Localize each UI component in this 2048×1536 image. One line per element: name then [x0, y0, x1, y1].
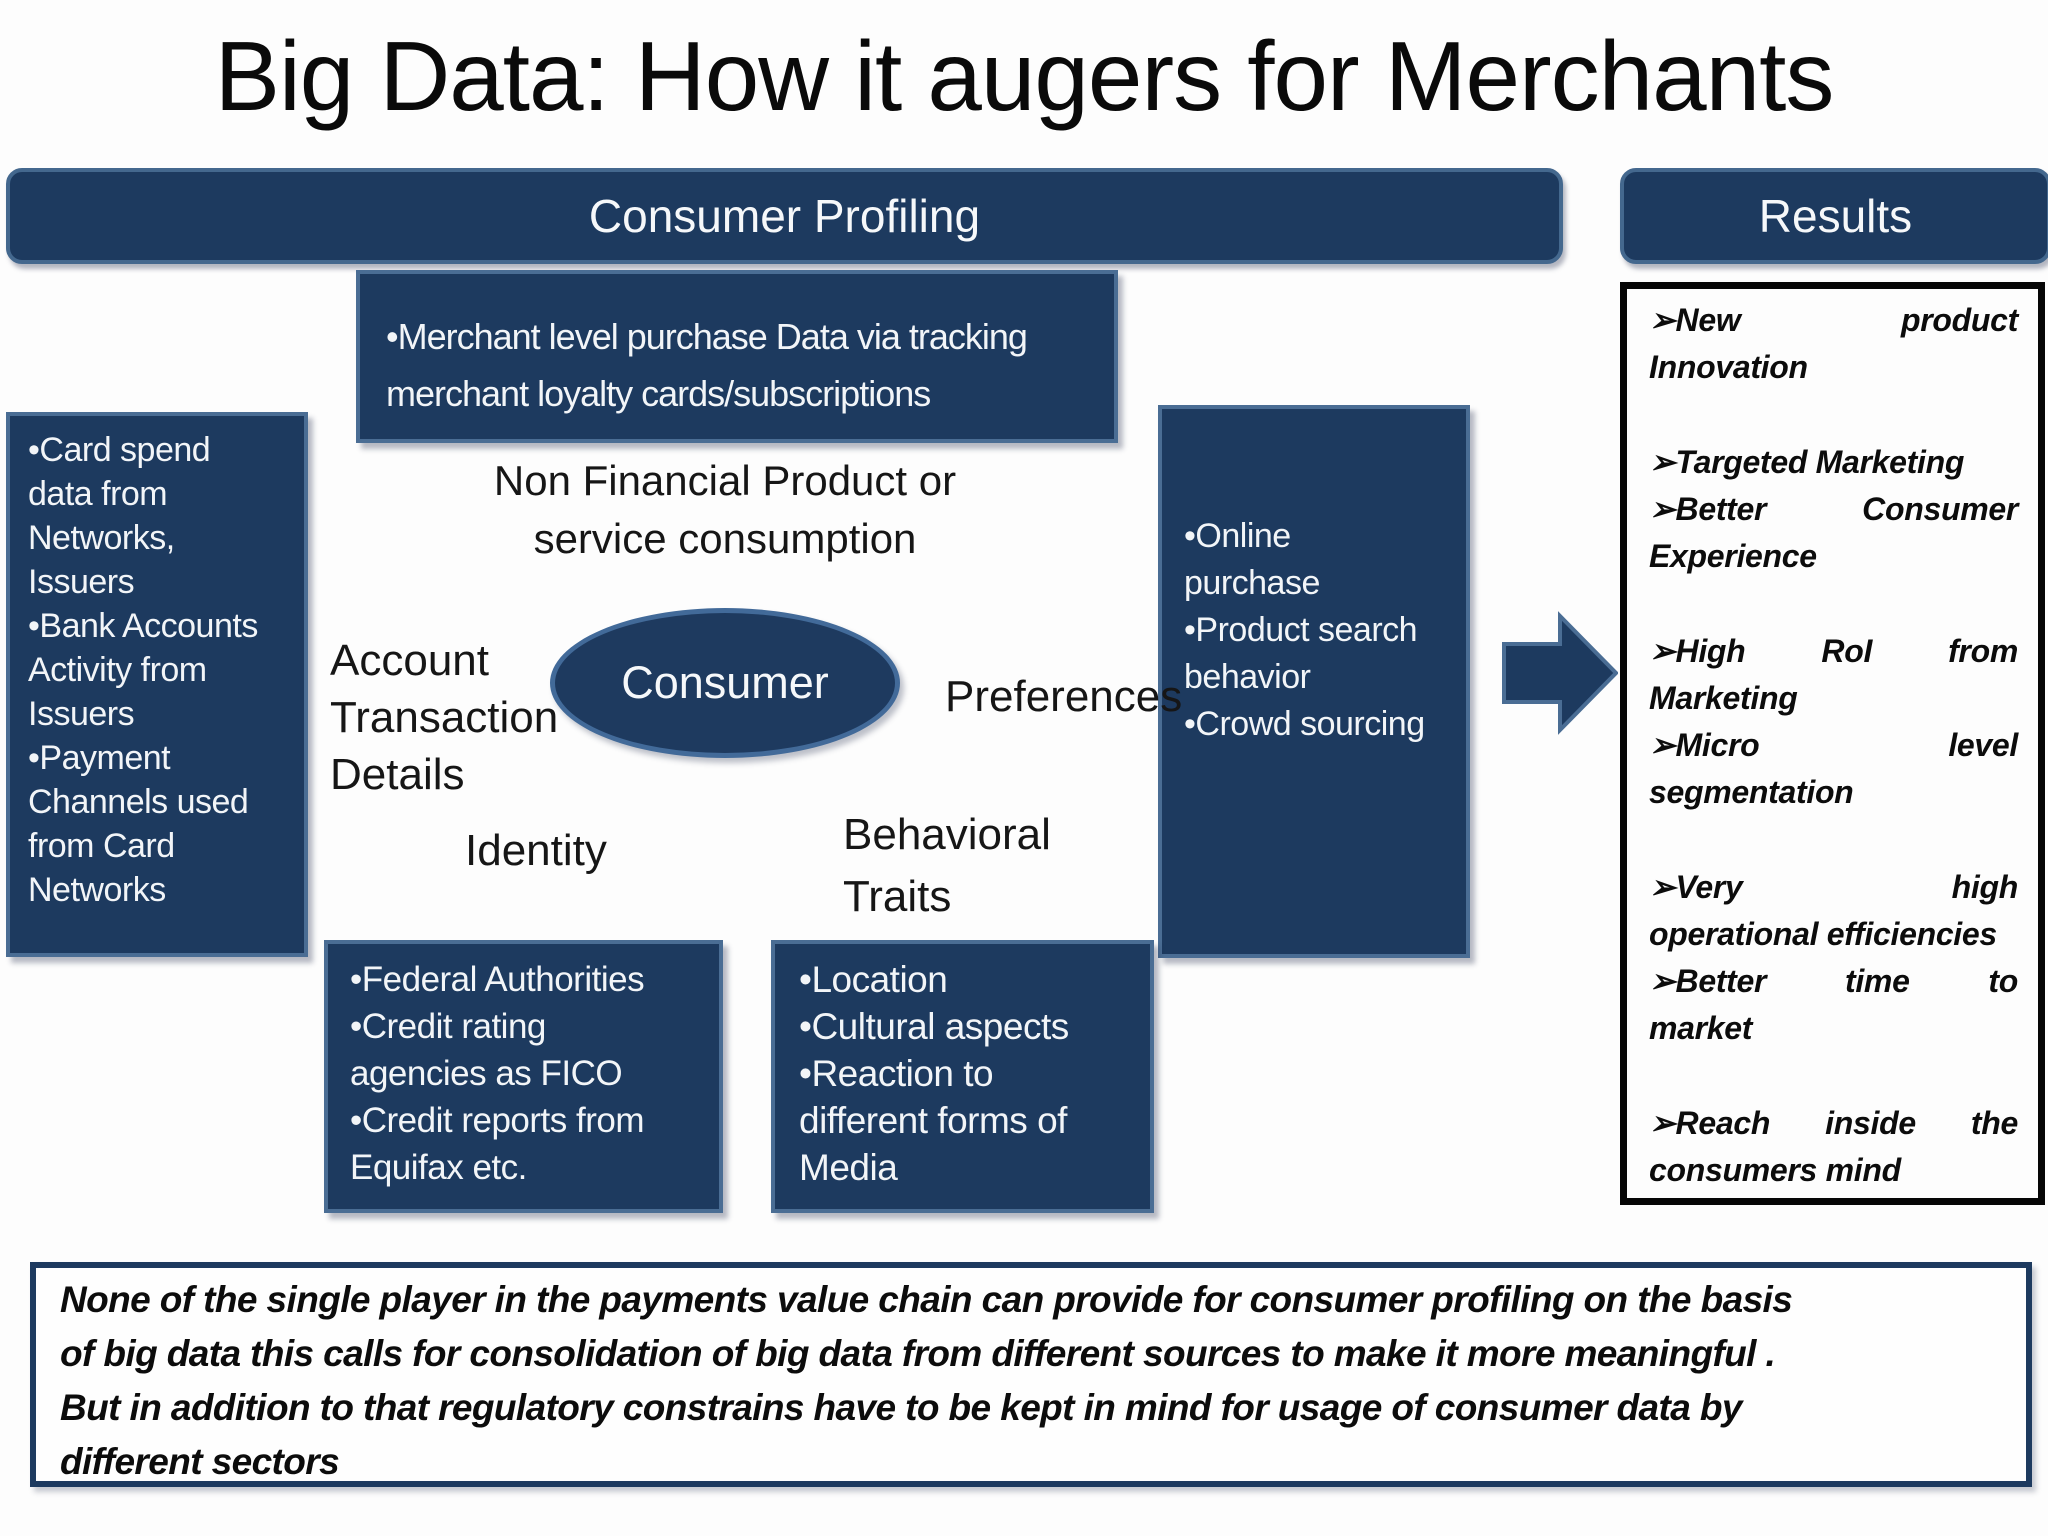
identity-label: Identity — [465, 826, 607, 875]
flow-arrow-icon — [1502, 611, 1618, 735]
payment-channels-item: •Payment Channels used from Card Network… — [28, 739, 249, 909]
behavioral-traits-label: Behavioral Traits — [843, 810, 1051, 921]
consumer-ellipse-label: Consumer — [621, 657, 829, 708]
results-header: Results — [1620, 168, 2048, 264]
result-line: market — [1649, 1010, 1753, 1046]
consumer-ellipse: Consumer — [550, 608, 900, 758]
result-line: ➢High RoI from — [1649, 633, 2018, 669]
results-header-label: Results — [1758, 190, 1913, 242]
product-search-item: •Product search behavior — [1184, 611, 1418, 696]
result-line: ➢Micro level — [1649, 727, 2018, 763]
cultural-aspects-item: •Cultural aspects — [799, 1006, 1069, 1047]
credit-sources-box: •Federal Authorities •Credit rating agen… — [324, 940, 723, 1213]
result-line: ➢New product — [1649, 302, 2018, 338]
result-line: segmentation — [1649, 774, 1854, 810]
non-financial-label: Non Financial Product or service consump… — [493, 457, 957, 562]
location-item: •Location — [799, 959, 948, 1000]
result-line: consumers mind — [1649, 1152, 1901, 1188]
results-panel: ➢New product Innovation ➢Targeted Market… — [1620, 282, 2045, 1205]
online-purchase-item: •Online purchase — [1184, 517, 1320, 602]
account-transaction-label: Account Transaction Details — [330, 636, 559, 799]
crowd-sourcing-item: •Crowd sourcing — [1184, 705, 1425, 743]
bank-accounts-item: •Bank Accounts Activity from Issuers — [28, 607, 258, 733]
merchant-purchase-data-box: •Merchant level purchase Data via tracki… — [356, 270, 1118, 443]
footer-note-text: None of the single player in the payment… — [60, 1279, 1793, 1482]
result-line: Experience — [1649, 538, 1817, 574]
consumer-profiling-header-label: Consumer Profiling — [588, 190, 981, 242]
result-line: ➢Targeted Marketing — [1649, 444, 1965, 480]
page-title: Big Data: How it augers for Merchants — [214, 21, 1835, 131]
result-line: Innovation — [1649, 349, 1808, 385]
media-reaction-item: •Reaction to different forms of Media — [799, 1053, 1067, 1188]
federal-authorities-item: •Federal Authorities — [350, 960, 645, 999]
card-spend-item: •Card spend data from Networks, Issuers — [28, 431, 211, 601]
footer-note-box: None of the single player in the payment… — [30, 1262, 2032, 1487]
result-line: operational efficiencies — [1649, 916, 1997, 952]
preferences-label: Preferences — [945, 672, 1183, 721]
result-line: ➢Reach inside the — [1649, 1105, 2018, 1141]
consumer-profiling-header: Consumer Profiling — [6, 168, 1563, 264]
result-line: ➢Better time to — [1649, 963, 2018, 999]
merchant-purchase-data-text: •Merchant level purchase Data via tracki… — [386, 316, 1028, 414]
card-spend-data-box: •Card spend data from Networks, Issuers … — [6, 412, 308, 957]
credit-reports-item: •Credit reports from Equifax etc. — [350, 1101, 645, 1187]
behavioral-sources-box: •Location •Cultural aspects •Reaction to… — [771, 940, 1154, 1213]
result-line: ➢Better Consumer — [1649, 491, 2018, 527]
result-line: Marketing — [1649, 680, 1798, 716]
online-behavior-box: •Online purchase •Product search behavio… — [1158, 405, 1470, 958]
result-line: ➢Very high — [1649, 869, 2018, 905]
credit-rating-item: •Credit rating agencies as FICO — [350, 1007, 623, 1093]
